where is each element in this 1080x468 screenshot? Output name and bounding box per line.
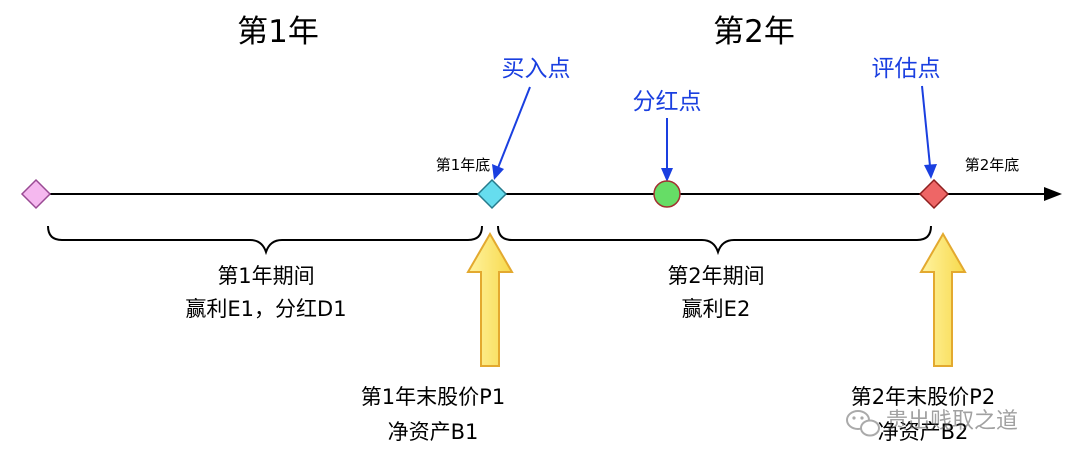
dividend-circle-marker [653, 180, 681, 208]
year2-price-label: 第2年末股价P2 [851, 385, 995, 409]
start-diamond-marker [20, 178, 52, 210]
year1-price-label: 第1年末股价P1 [361, 385, 505, 409]
year2-header: 第2年 [713, 14, 795, 50]
year2-period-detail: 赢利E2 [682, 297, 751, 321]
dividend-point-label: 分红点 [633, 89, 702, 115]
timeline-axis [38, 187, 1062, 201]
watermark-text: 贵出贱取之道 [886, 409, 1018, 434]
eval-pointer-arrow [921, 85, 937, 179]
year1-price-arrow [466, 232, 514, 367]
wechat-watermark: 贵出贱取之道 [846, 409, 1018, 437]
year1-period-detail: 赢利E1，分红D1 [185, 297, 346, 321]
year2-period-brace [497, 225, 932, 256]
eval-diamond-marker [918, 178, 950, 210]
wechat-icon [846, 410, 880, 437]
year2-end-label: 第2年底 [965, 156, 1020, 174]
year2-price-arrow [919, 232, 967, 367]
eval-point-label: 评估点 [872, 56, 941, 82]
year1-assets-label: 净资产B1 [388, 420, 479, 444]
buy-diamond-marker [476, 178, 508, 210]
year1-period-brace [47, 225, 483, 256]
year1-period-title: 第1年期间 [217, 264, 314, 288]
year2-period-title: 第2年期间 [667, 264, 764, 288]
buy-point-label: 买入点 [502, 56, 571, 82]
year1-header: 第1年 [237, 14, 319, 50]
year2-assets-label: 净资产B2 [878, 420, 969, 444]
buy-pointer-arrow [492, 86, 531, 180]
year1-end-label: 第1年底 [436, 156, 491, 174]
dividend-pointer-arrow [661, 118, 673, 182]
